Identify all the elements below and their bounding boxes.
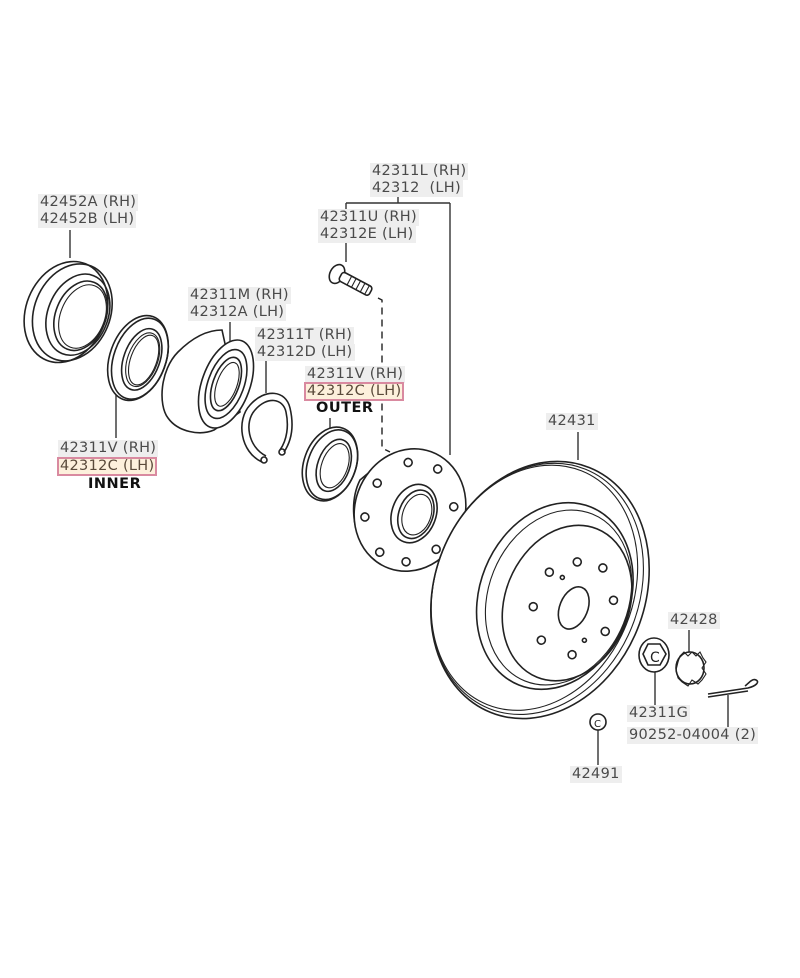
callout-42312a[interactable]: 42312A (LH) [188,304,287,321]
outer-note: OUTER [316,400,374,416]
hub-nut-part: C [638,637,670,673]
callout-90252-04004[interactable]: 90252-04004 (2) [627,727,759,744]
inner-note: INNER [88,476,142,492]
snap-ring-part [241,392,293,464]
callout-42452a[interactable]: 42452A (RH) [38,194,139,211]
callout-42311v-inner[interactable]: 42311V (RH) [58,440,159,457]
callout-42452b[interactable]: 42452B (LH) [38,211,137,228]
leader-lines [69,197,729,765]
cotter-pin-part [707,678,759,698]
callout-42312e[interactable]: 42312E (LH) [318,226,416,243]
hub-bolt-part [328,263,373,296]
callout-42311l[interactable]: 42311L (RH) [370,163,469,180]
callout-42491[interactable]: 42491 [570,766,622,783]
svg-text:C: C [650,650,660,666]
callout-42312c-outer-highlighted[interactable]: 42312C (LH) [303,382,405,401]
inner-oil-seal-part [106,314,170,402]
grease-cap-part: C [589,713,607,731]
dust-cover-part [23,260,114,364]
callout-42311t[interactable]: 42311T (RH) [255,327,355,344]
callout-42428[interactable]: 42428 [668,612,720,629]
hub-flange-part [352,447,467,573]
svg-text:C: C [594,719,601,730]
callout-42311u[interactable]: 42311U (RH) [318,209,419,226]
lock-cap-part [675,651,707,687]
callout-42311g[interactable]: 42311G [627,705,691,722]
callout-42312c-inner-highlighted[interactable]: 42312C (LH) [56,457,158,476]
callout-42311m[interactable]: 42311M (RH) [188,287,291,304]
callout-42312[interactable]: 42312 (LH) [370,180,463,197]
callout-42311v-outer[interactable]: 42311V (RH) [305,366,406,383]
callout-42431[interactable]: 42431 [546,413,598,430]
outer-oil-seal-part [301,426,359,502]
brake-disc-part [430,460,650,720]
hub-bearing-part [161,329,255,434]
callout-42312d[interactable]: 42312D (LH) [255,344,355,361]
